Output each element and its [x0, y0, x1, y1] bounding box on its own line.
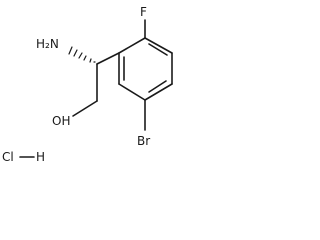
atom-label-amine: H₂N: [36, 37, 59, 51]
hashed-wedge-bond: [68, 46, 96, 63]
atom-label-fluorine: F: [140, 5, 147, 19]
structure-diagram: H₂N F OH Br Cl H: [2, 5, 173, 164]
atom-label-hydrogen: H: [36, 150, 45, 164]
atom-label-hydroxyl: OH: [52, 114, 70, 128]
bond-ch2-to-oh: [72, 100, 98, 117]
atom-label-chlorine: Cl: [2, 150, 14, 164]
bond-chiral-to-ring: [96, 52, 120, 65]
atom-label-bromine: Br: [137, 134, 150, 148]
benzene-ring: [118, 37, 173, 101]
